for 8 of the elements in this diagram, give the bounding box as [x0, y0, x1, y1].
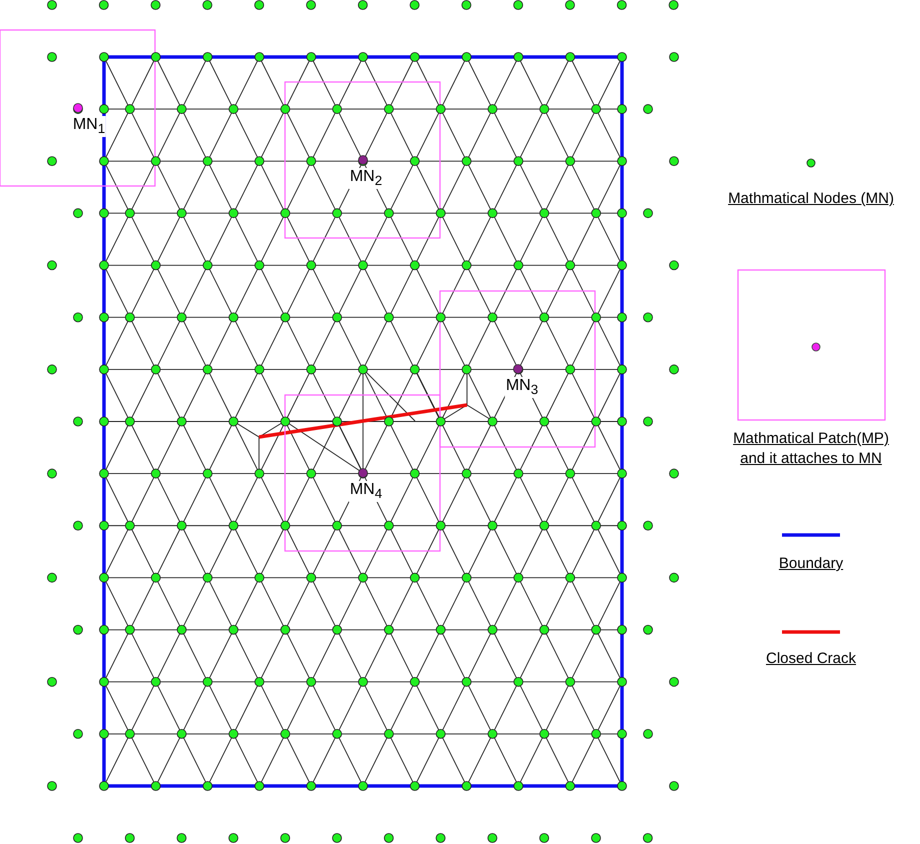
node-label: MN$_{3}$ [504, 377, 540, 398]
node-label: MN$_{2}$ [348, 168, 384, 190]
legend-text: Mathmatical Patch(MP) and it attaches to MN [732, 429, 890, 469]
legend-text: Closed Crack [764, 649, 858, 669]
node-label: MN$_{1}$ [72, 116, 106, 138]
node-label: MN$_{4}$ [348, 481, 384, 502]
legend-text: Mathmatical Nodes (MN) [727, 189, 895, 209]
legend-text: Boundary [778, 554, 844, 574]
